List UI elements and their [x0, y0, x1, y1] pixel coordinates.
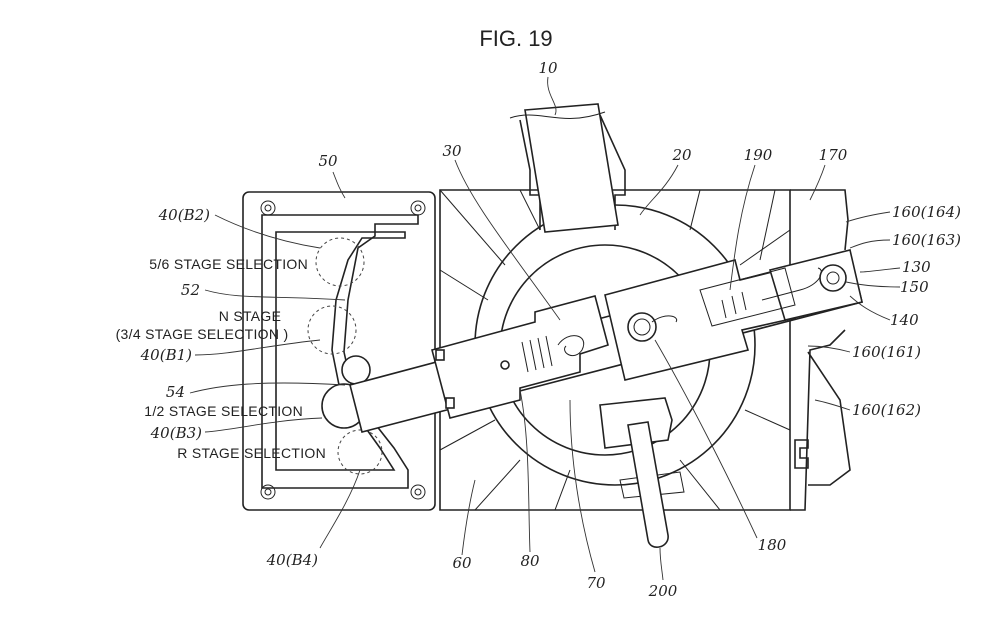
stage-captions: 5/6 STAGE SELECTION N STAGE (3/4 STAGE S…: [116, 256, 326, 461]
ref-160-163: 160(163): [892, 231, 961, 249]
ref-40-b1: 40(B1): [140, 346, 193, 364]
ref-20: 20: [671, 146, 692, 164]
caption-stage-1-2: 1/2 STAGE SELECTION: [144, 403, 303, 419]
ref-140: 140: [890, 311, 919, 329]
ref-170: 170: [819, 146, 848, 164]
ref-70: 70: [586, 574, 606, 592]
ref-40-b4: 40(B4): [266, 551, 319, 569]
ref-10: 10: [538, 59, 558, 77]
ref-50: 50: [318, 152, 338, 170]
lever-arm: [349, 249, 863, 433]
input-shaft: [509, 103, 626, 233]
reference-labels: 10 20 30 50 60 70 80 130 140 150 170 180…: [140, 59, 961, 600]
leader-lines: [189, 76, 901, 581]
caption-n-stage: N STAGE: [219, 308, 282, 324]
ref-80: 80: [520, 552, 540, 570]
ref-54: 54: [166, 383, 185, 401]
ref-60: 60: [452, 554, 472, 572]
ref-160-162: 160(162): [852, 401, 921, 419]
detent-b2: [315, 237, 365, 287]
right-plate: [790, 189, 851, 511]
ref-52: 52: [181, 281, 200, 299]
ref-200: 200: [648, 582, 678, 600]
caption-r-stage: R STAGE SELECTION: [177, 445, 326, 461]
ref-190: 190: [744, 146, 773, 164]
ref-40-b3: 40(B3): [150, 424, 203, 442]
figure-title: FIG. 19: [479, 26, 552, 51]
ref-40-b2: 40(B2): [158, 206, 211, 224]
caption-stage-5-6: 5/6 STAGE SELECTION: [149, 256, 308, 272]
detent-b4: [337, 429, 383, 475]
ref-160-161: 160(161): [852, 343, 921, 361]
ref-150: 150: [900, 278, 929, 296]
ref-130: 130: [902, 258, 931, 276]
caption-stage-3-4: (3/4 STAGE SELECTION ): [116, 326, 289, 342]
ref-180: 180: [758, 536, 787, 554]
ref-160-164: 160(164): [892, 203, 961, 221]
gate-plate: [242, 191, 436, 511]
detent-b1: [307, 305, 357, 355]
lower-pin: [599, 397, 685, 548]
ref-30: 30: [442, 142, 462, 160]
